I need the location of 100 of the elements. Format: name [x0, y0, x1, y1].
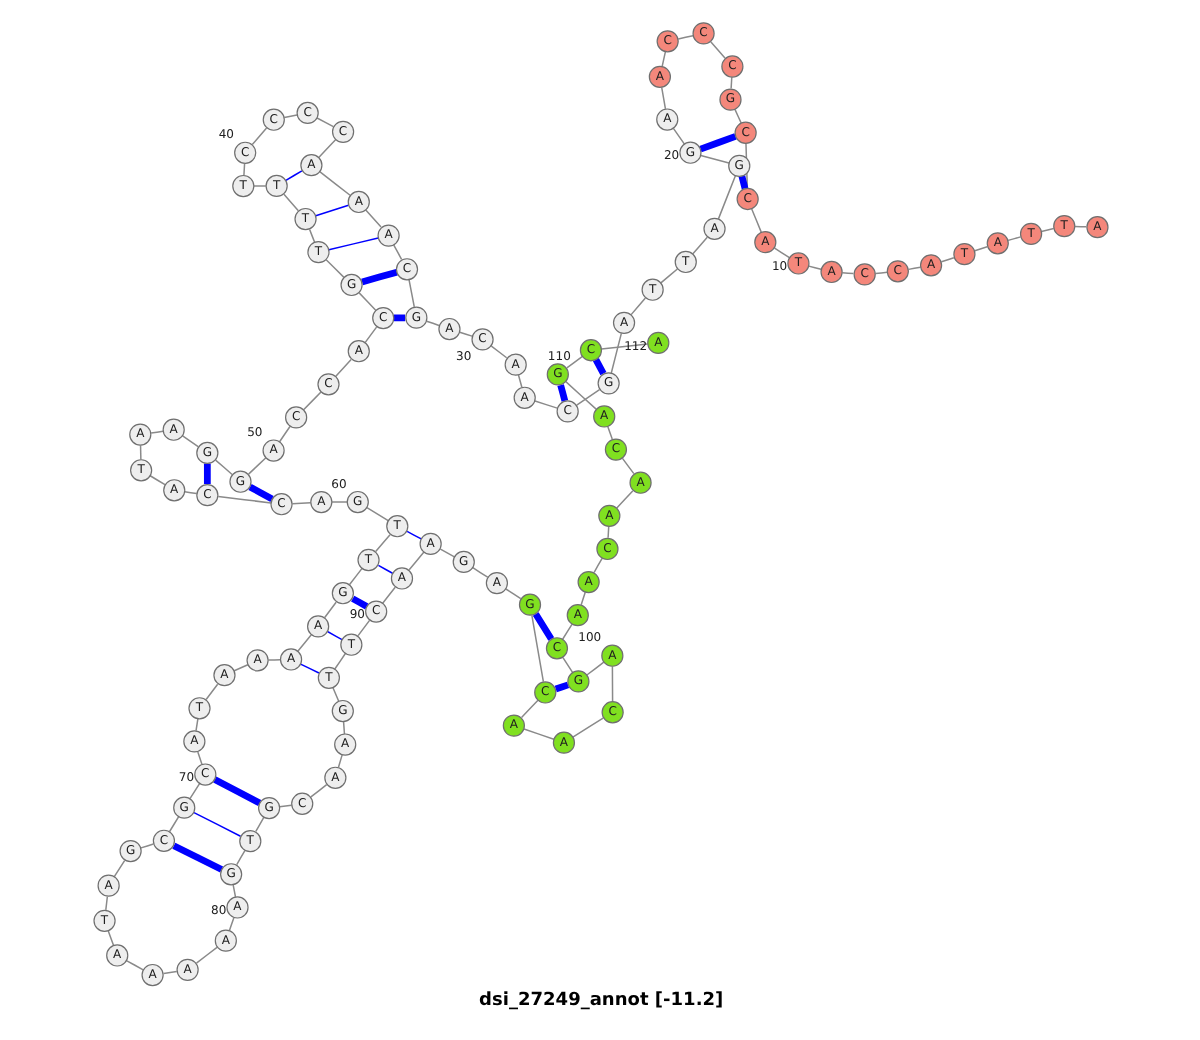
connector	[405, 530, 421, 540]
connector	[660, 86, 666, 110]
connector	[266, 659, 281, 661]
connector	[250, 127, 267, 146]
connector	[333, 652, 346, 670]
connector	[247, 484, 273, 502]
connector	[691, 236, 707, 255]
connector	[282, 193, 299, 212]
connector	[699, 154, 729, 164]
connector	[290, 501, 311, 505]
connector	[676, 35, 693, 40]
connector	[254, 816, 264, 833]
connector	[533, 400, 557, 409]
connector	[323, 601, 336, 619]
connector	[308, 783, 327, 798]
connector	[282, 114, 297, 119]
connector	[161, 970, 177, 975]
connector	[575, 388, 600, 406]
connector	[610, 665, 613, 703]
connector	[585, 661, 604, 676]
connector	[296, 634, 312, 652]
connector	[347, 567, 362, 586]
connector	[202, 463, 210, 485]
connector	[125, 960, 143, 971]
connector	[231, 884, 236, 898]
connector	[373, 534, 390, 553]
connector	[318, 171, 350, 196]
connector	[298, 663, 319, 674]
connector	[365, 506, 388, 522]
connector	[591, 358, 606, 376]
connector	[671, 127, 684, 145]
connector	[192, 811, 241, 837]
connector	[363, 326, 377, 344]
connector	[553, 681, 569, 693]
connector	[530, 614, 544, 683]
connector	[307, 228, 315, 244]
connector	[556, 384, 568, 402]
connector	[973, 246, 987, 252]
connector	[204, 683, 218, 701]
connector	[504, 588, 521, 600]
connector	[356, 619, 370, 637]
connector	[489, 345, 507, 359]
connector	[873, 271, 888, 275]
connector	[620, 457, 634, 475]
connector	[531, 612, 554, 641]
connector	[148, 475, 165, 486]
connector	[906, 266, 921, 271]
connector	[171, 842, 223, 873]
connector	[357, 291, 376, 312]
connector	[579, 591, 585, 606]
connector	[716, 174, 736, 220]
connector	[1006, 236, 1021, 242]
connector	[438, 548, 455, 558]
connector	[560, 623, 572, 640]
connector	[216, 495, 271, 504]
connector	[380, 586, 395, 604]
connector	[733, 108, 741, 124]
connector	[284, 170, 302, 182]
connector	[314, 204, 349, 217]
connector	[333, 358, 351, 378]
connector	[522, 728, 554, 740]
connector	[315, 117, 334, 128]
connector	[407, 279, 415, 308]
connector	[939, 256, 954, 263]
connector	[149, 430, 163, 434]
connector	[407, 551, 424, 571]
connector	[252, 185, 266, 187]
connector	[561, 656, 573, 674]
connector	[183, 491, 197, 495]
connector	[565, 355, 582, 369]
connector	[104, 896, 108, 911]
connector	[235, 849, 245, 866]
connector	[246, 457, 266, 475]
connector	[227, 917, 234, 931]
connector	[609, 332, 622, 374]
connector	[364, 209, 381, 228]
connector	[772, 247, 790, 259]
connector	[606, 426, 612, 440]
connector	[213, 459, 232, 476]
connector	[188, 782, 200, 800]
connector	[317, 138, 336, 159]
connector	[629, 297, 646, 316]
connector	[807, 265, 821, 270]
connector	[519, 699, 538, 719]
connector	[737, 175, 748, 190]
connector	[392, 314, 405, 322]
connector	[840, 272, 854, 275]
connector	[242, 163, 245, 176]
connector	[336, 754, 342, 768]
connector	[376, 564, 393, 575]
connector	[327, 237, 378, 251]
connector	[709, 40, 725, 59]
connector	[324, 259, 344, 279]
connector	[659, 268, 678, 284]
connector	[330, 501, 347, 503]
connector	[180, 435, 198, 448]
connector	[564, 380, 596, 410]
connector	[139, 843, 154, 849]
connector	[592, 557, 602, 574]
connector	[112, 859, 125, 878]
